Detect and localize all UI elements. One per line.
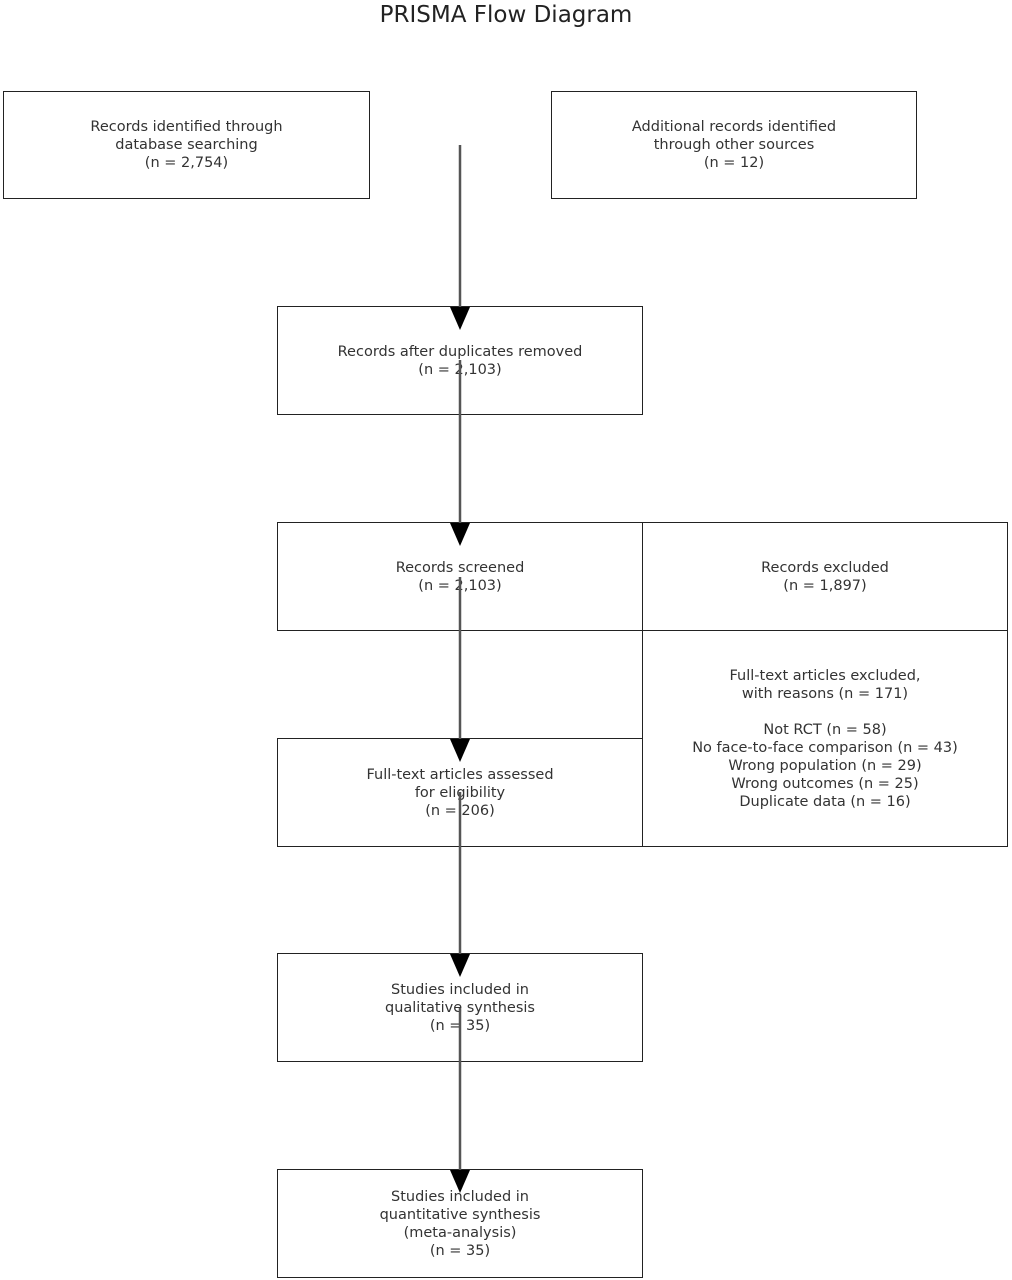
- exclusion-reason: Wrong outcomes (n = 25): [731, 775, 919, 792]
- box-text-line: with reasons (n = 171): [741, 685, 909, 702]
- box-text-line: through other sources: [653, 137, 815, 153]
- box-text-line: Additional records identified: [631, 119, 837, 135]
- box-text-line: qualitative synthesis: [385, 999, 535, 1016]
- box-text-line: database searching: [115, 137, 258, 153]
- flow-arrowhead: [450, 523, 470, 546]
- box-text-line: Records after duplicates removed: [337, 343, 583, 360]
- exclusion-reason: Not RCT (n = 58): [763, 721, 887, 738]
- box-text-line: (meta-analysis): [403, 1224, 517, 1241]
- flow-arrowhead: [450, 954, 470, 977]
- box-text-line: (n = 2,754): [144, 155, 229, 171]
- box-text-line: (n = 206): [425, 802, 495, 819]
- exclusion-reason: Wrong population (n = 29): [728, 757, 922, 774]
- records-excluded-box: Records excluded (n = 1,897): [642, 522, 1008, 631]
- box-text-line: (n = 35): [429, 1017, 491, 1034]
- fulltext-excluded-box: Full-text articles excluded, with reason…: [642, 630, 1008, 847]
- diagram-title: PRISMA Flow Diagram: [379, 2, 633, 28]
- flow-arrowhead: [450, 739, 470, 762]
- box-text-line: Full-text articles assessed: [366, 766, 554, 783]
- box-text-line: for eligibility: [414, 784, 506, 801]
- other-sources-box: Additional records identified through ot…: [551, 91, 917, 199]
- box-text-line: (n = 35): [429, 1242, 491, 1259]
- box-text-line: Records screened: [395, 559, 525, 576]
- box-text-line: (n = 2,103): [418, 577, 502, 594]
- box-text-line: Records identified through: [90, 119, 283, 135]
- flow-arrowhead: [450, 1170, 470, 1193]
- database-records-box: Records identified through database sear…: [3, 91, 370, 199]
- flow-arrowhead: [450, 307, 470, 330]
- box-text-line: (n = 2,103): [418, 361, 502, 378]
- box-text-line: quantitative synthesis: [379, 1206, 541, 1223]
- box-text-line: Studies included in: [391, 981, 529, 998]
- box-text-line: Records excluded: [761, 559, 889, 576]
- exclusion-reason: Duplicate data (n = 16): [739, 793, 911, 810]
- box-text-line: (n = 1,897): [783, 577, 867, 594]
- box-text-line: Full-text articles excluded,: [729, 667, 921, 684]
- box-text-line: (n = 12): [703, 155, 765, 171]
- box-text-line: Studies included in: [391, 1188, 529, 1205]
- exclusion-reason: No face-to-face comparison (n = 43): [692, 739, 958, 756]
